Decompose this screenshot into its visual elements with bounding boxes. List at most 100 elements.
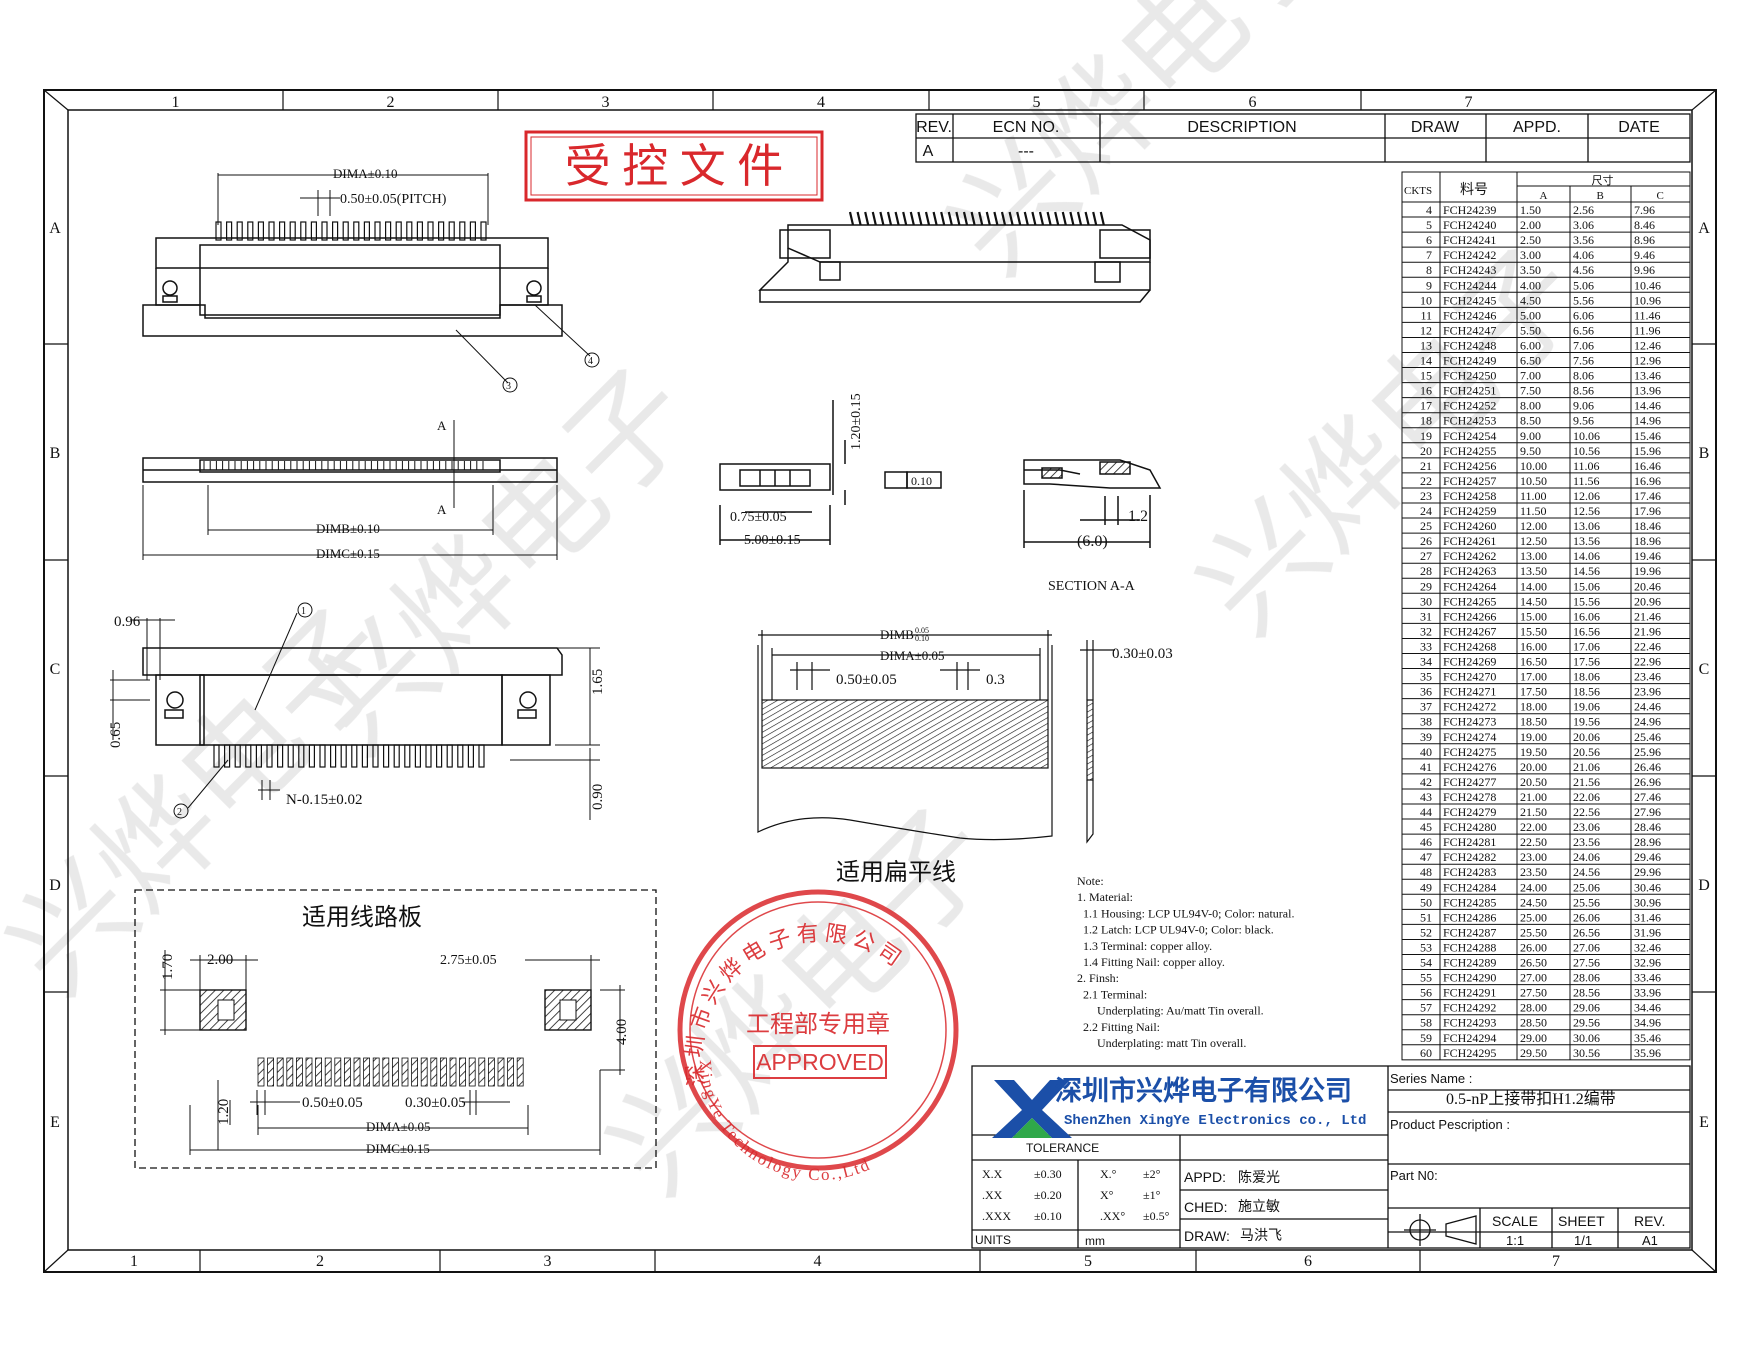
- frame-row-right-D: D: [1698, 877, 1710, 894]
- ffc-03: 0.3: [986, 672, 1005, 688]
- parts-cell-a: 18.50: [1520, 715, 1547, 729]
- parts-cell-b: 12.06: [1573, 489, 1600, 503]
- iso-pin: [1023, 211, 1029, 226]
- parts-cell-part: FCH24277: [1443, 775, 1496, 789]
- parts-cell-ckts: 17: [1420, 399, 1432, 413]
- tolerance-cell: .XX: [982, 1188, 1003, 1202]
- parts-cell-ckts: 56: [1420, 986, 1432, 1000]
- tolerance-cell: ±0.5°: [1143, 1209, 1170, 1223]
- company-name-cn: 深圳市兴烨电子有限公司: [1055, 1075, 1352, 1106]
- iso-pin: [955, 211, 961, 226]
- pcb-pad: [343, 1057, 351, 1087]
- parts-cell-b: 15.06: [1573, 579, 1600, 593]
- parts-cell-c: 9.46: [1634, 248, 1655, 262]
- parts-cell-ckts: 36: [1420, 685, 1432, 699]
- parts-cell-c: 30.46: [1634, 880, 1661, 894]
- frame-col-top-7: 7: [1465, 94, 1473, 111]
- parts-cell-c: 11.96: [1634, 323, 1661, 337]
- bottom-pin: [361, 744, 368, 768]
- units-value: mm: [1085, 1234, 1105, 1248]
- parts-cell-part: FCH24262: [1443, 549, 1496, 563]
- pcb-pad: [439, 1057, 447, 1087]
- parts-cell-c: 19.96: [1634, 564, 1661, 578]
- parts-cell-b: 10.56: [1573, 444, 1600, 458]
- parts-cell-a: 11.50: [1520, 504, 1547, 518]
- frame-zone-ticks: [44, 90, 1716, 1272]
- parts-cell-c: 13.96: [1634, 384, 1661, 398]
- iso-pin: [970, 211, 976, 226]
- parts-cell-a: 28.00: [1520, 1001, 1547, 1015]
- parts-cell-ckts: 51: [1420, 910, 1432, 924]
- section-mark-top: A: [437, 418, 447, 433]
- parts-cell-ckts: 18: [1420, 414, 1432, 428]
- rev-label: REV.: [1634, 1213, 1665, 1229]
- flatness-value: 0.10: [911, 474, 932, 488]
- frame-col-top-2: 2: [387, 94, 395, 111]
- frame-col-top-5: 5: [1033, 94, 1041, 111]
- parts-cell-b: 7.56: [1573, 354, 1594, 368]
- front-pin: [268, 221, 275, 241]
- ffc-dimb-tol-up: 0.05: [915, 626, 929, 635]
- parts-cell-a: 25.00: [1520, 910, 1547, 924]
- front-pin: [385, 221, 392, 241]
- parts-cell-b: 30.06: [1573, 1031, 1600, 1045]
- pcb-dim-275: 2.75±0.05: [440, 953, 497, 968]
- frame-row-right-E: E: [1699, 1114, 1709, 1131]
- parts-cell-b: 11.56: [1573, 474, 1600, 488]
- parts-cell-part: FCH24291: [1443, 986, 1496, 1000]
- pcb-pad: [430, 1057, 438, 1087]
- iso-pin: [978, 211, 984, 226]
- parts-cell-c: 17.46: [1634, 489, 1661, 503]
- controlled-document-stamp: 受 控 文 件: [524, 130, 824, 202]
- front-pin: [300, 221, 307, 241]
- tolerance-cell: X°: [1100, 1188, 1114, 1202]
- parts-subheader-B: B: [1597, 190, 1604, 202]
- parts-cell-ckts: 19: [1420, 429, 1432, 443]
- side-dim-c: DIMC±0.15: [316, 546, 380, 561]
- bottom-pin: [255, 744, 262, 768]
- sheet-label: SHEET: [1558, 1213, 1605, 1229]
- pcb-dim-030: 0.30±0.05: [405, 1095, 466, 1111]
- ffc-drawing: [757, 630, 1115, 844]
- parts-cell-ckts: 14: [1420, 354, 1432, 368]
- parts-cell-b: 27.56: [1573, 956, 1600, 970]
- parts-cell-c: 23.46: [1634, 670, 1661, 684]
- parts-cell-ckts: 21: [1420, 459, 1432, 473]
- parts-cell-b: 19.56: [1573, 715, 1600, 729]
- frame-row-left-B: B: [50, 445, 61, 462]
- parts-cell-part: FCH24245: [1443, 293, 1496, 307]
- dim-60: (6.0): [1077, 533, 1108, 550]
- bottom-pin: [308, 744, 315, 768]
- section-mark-bottom: A: [437, 502, 447, 517]
- parts-cell-part: FCH24244: [1443, 278, 1496, 292]
- pcb-pad: [315, 1057, 323, 1087]
- parts-cell-ckts: 30: [1420, 594, 1432, 608]
- parts-cell-c: 10.96: [1634, 293, 1661, 307]
- parts-cell-a: 10.50: [1520, 474, 1547, 488]
- seal-approved: APPROVED: [756, 1049, 884, 1075]
- parts-cell-c: 27.96: [1634, 805, 1661, 819]
- parts-header-part: 料号: [1460, 182, 1488, 198]
- parts-header-ckts: CKTS: [1404, 185, 1432, 197]
- bottom-pin: [425, 744, 432, 768]
- appd-name: 陈爱光: [1238, 1169, 1280, 1186]
- parts-cell-ckts: 60: [1420, 1046, 1432, 1060]
- parts-cell-c: 28.46: [1634, 820, 1661, 834]
- parts-cell-c: 33.46: [1634, 971, 1661, 985]
- parts-cell-a: 6.00: [1520, 338, 1541, 352]
